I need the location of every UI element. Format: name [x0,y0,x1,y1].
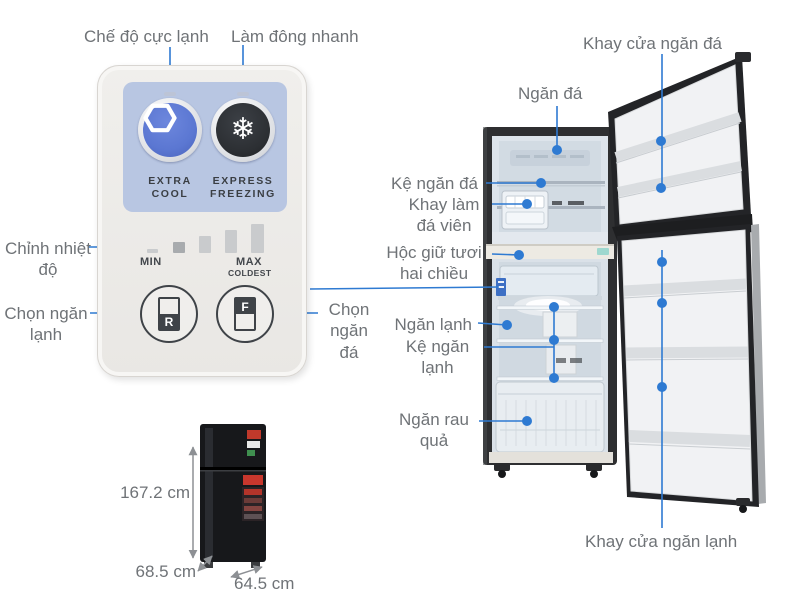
coldest-label: COLDEST [228,268,272,278]
extra-cool-indicator [164,92,176,96]
width-dimension: 64.5 cm [234,574,295,593]
express-freezing-button: ❄ [211,98,275,162]
temp-bar-4 [225,230,237,253]
freezer-shelf [497,181,605,184]
hexagon-icon [143,103,177,133]
two-way-fresh-case [499,265,599,297]
open-refrigerator [483,127,617,478]
freezer-select-icon: F [234,297,256,331]
mini-fridge-exterior [200,424,266,568]
callout-quick-freeze: Làm đông nhanh [231,27,359,46]
callout-fridge-door-tray: Khay cửa ngăn lạnh [585,532,738,551]
callout-freezer-door-tray: Khay cửa ngăn đá [583,34,722,53]
fridge-select-icon: R [158,297,180,331]
express-freezing-caption: EXPRESS FREEZING [210,175,276,201]
temp-bar-3 [199,236,211,253]
f-letter: F [236,299,254,314]
dimension-arrows [188,446,263,579]
callout-fridge-compartment: Ngăn lạnh [394,315,472,334]
mode-button-area: ❄ EXTRA COOL EXPRESS FREEZING [123,82,287,212]
max-label: MAX [236,256,262,268]
leader-panel-location [309,286,500,290]
snowflake-icon: ❄ [230,112,256,147]
freezer-select-button: F [216,285,274,343]
freezer-door-open [608,52,751,231]
callout-select-freezer: Chọn ngăn đá [328,300,370,362]
callout-fridge-shelf: Kệ ngăn lạnh [405,337,470,378]
fridge-feet [494,463,602,478]
callout-extra-cool-mode: Chế độ cực lạnh [84,27,209,46]
height-dimension: 167.2 cm [120,483,190,502]
r-letter: R [160,314,178,329]
energy-label [243,475,263,485]
width-arrow [230,565,263,579]
fridge-select-button: R [140,285,198,343]
callout-temp-adjust: Chỉnh nhiệt độ [4,239,91,280]
fridge-door-open [617,224,766,513]
fresh-food-compartment [489,259,613,463]
extra-cool-caption: EXTRA COOL [148,175,192,201]
express-freezing-indicator [237,92,249,96]
callout-two-way-fresh-case: Hộc giữ tươi hai chiều [386,243,482,284]
vegetable-drawer [495,381,605,453]
min-label: MIN [140,256,162,268]
leader-dots [502,136,667,426]
temp-bar-5 [251,224,264,253]
depth-arrow [197,555,213,572]
extra-cool-button [138,98,202,162]
compartment-divider [486,244,614,259]
temp-bar-2 [173,242,185,253]
control-panel: ❄ EXTRA COOL EXPRESS FREEZING MIN MAX CO… [97,65,307,377]
callout-select-fridge: Chọn ngăn lạnh [4,304,88,345]
callout-freezer-compartment: Ngăn đá [518,84,583,103]
callout-freezer-shelf: Kệ ngăn đá [391,174,478,193]
depth-dimension: 68.5 cm [135,562,196,581]
freezer-compartment [492,136,608,244]
callout-ice-tray: Khay làm đá viên [408,195,480,236]
temp-bar-1 [147,249,158,253]
callout-veg-drawer: Ngăn rau quả [399,410,469,451]
